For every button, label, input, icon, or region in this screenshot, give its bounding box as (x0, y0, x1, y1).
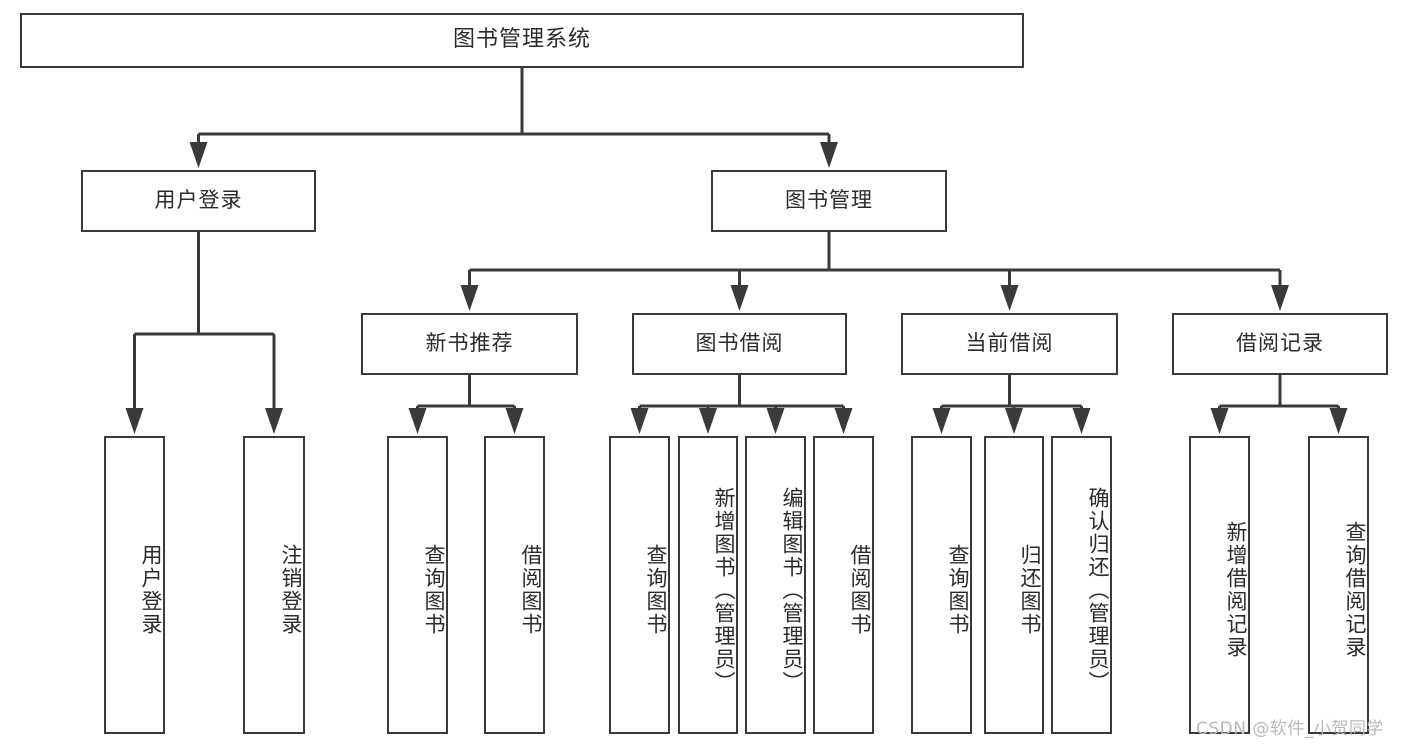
node-l2-book-borrow[interactable]: 图书借阅 (632, 313, 847, 375)
node-label: 查询图书 (422, 544, 446, 636)
node-leaf-rec-query-book[interactable]: 查询图书 (387, 436, 448, 734)
node-label: 新书推荐 (425, 331, 514, 356)
arrow-head (1005, 408, 1023, 434)
node-leaf-rec-add-record[interactable]: 新增借阅记录 (1189, 436, 1250, 734)
node-label: 图书管理系统 (452, 27, 591, 53)
node-label: 用户登录 (154, 188, 243, 213)
arrow-head (766, 408, 785, 434)
arrow-head (125, 408, 144, 434)
arrow-head (265, 408, 283, 434)
node-label: 新增图书（管理员） (712, 486, 736, 694)
node-label: 借阅图书 (848, 544, 872, 636)
node-l1-user-login[interactable]: 用户登录 (81, 170, 316, 232)
node-label: 确认归还（管理员） (1086, 486, 1110, 694)
arrow-head (189, 142, 208, 168)
node-label: 当前借阅 (965, 331, 1054, 356)
node-l2-current-borrow[interactable]: 当前借阅 (901, 313, 1118, 375)
csdn-watermark: CSDN @软件_小贺同学 (1196, 719, 1384, 739)
arrow-head (699, 408, 717, 434)
arrow-head (1210, 408, 1229, 434)
node-leaf-borrow-edit-book[interactable]: 编辑图书（管理员） (745, 436, 806, 734)
arrow-head (460, 285, 479, 311)
node-root[interactable]: 图书管理系统 (20, 13, 1024, 68)
node-leaf-rec-query-record[interactable]: 查询借阅记录 (1308, 436, 1369, 734)
node-label: 图书借阅 (695, 331, 784, 356)
arrow-head (630, 408, 649, 434)
arrow-head (730, 285, 749, 311)
node-l2-new-book-rec[interactable]: 新书推荐 (361, 313, 578, 375)
node-label: 借阅记录 (1236, 331, 1324, 356)
arrow-head (1000, 285, 1019, 311)
node-label: 借阅图书 (519, 544, 543, 636)
node-label: 用户登录 (139, 544, 163, 636)
node-label: 查询图书 (644, 544, 668, 636)
node-label: 注销登录 (279, 544, 303, 636)
node-leaf-cur-return-book[interactable]: 归还图书 (984, 436, 1044, 734)
arrow-head (932, 408, 951, 434)
node-leaf-borrow-borrow-book[interactable]: 借阅图书 (813, 436, 874, 734)
node-leaf-user-logout[interactable]: 注销登录 (243, 436, 305, 734)
node-label: 图书管理 (785, 188, 873, 213)
arrow-head (820, 142, 838, 168)
node-label: 查询借阅记录 (1343, 521, 1367, 659)
node-l1-book-manage[interactable]: 图书管理 (711, 170, 947, 232)
arrow-head (1072, 408, 1091, 434)
arrow-head (505, 408, 524, 434)
node-label: 编辑图书（管理员） (780, 486, 804, 694)
arrow-head (408, 408, 427, 434)
arrow-head (834, 408, 853, 434)
node-leaf-borrow-query-book[interactable]: 查询图书 (609, 436, 670, 734)
node-label: 新增借阅记录 (1224, 521, 1248, 659)
node-leaf-rec-borrow-book[interactable]: 借阅图书 (484, 436, 545, 734)
node-label: 归还图书 (1018, 544, 1042, 636)
node-l2-borrow-record[interactable]: 借阅记录 (1172, 313, 1388, 375)
arrow-head (1329, 408, 1348, 434)
arrow-head (1271, 285, 1289, 311)
node-leaf-user-login[interactable]: 用户登录 (104, 436, 165, 734)
node-label: 查询图书 (946, 544, 970, 636)
node-leaf-borrow-add-book[interactable]: 新增图书（管理员） (678, 436, 738, 734)
node-leaf-cur-query-book[interactable]: 查询图书 (911, 436, 972, 734)
node-leaf-cur-confirm-return[interactable]: 确认归还（管理员） (1051, 436, 1112, 734)
